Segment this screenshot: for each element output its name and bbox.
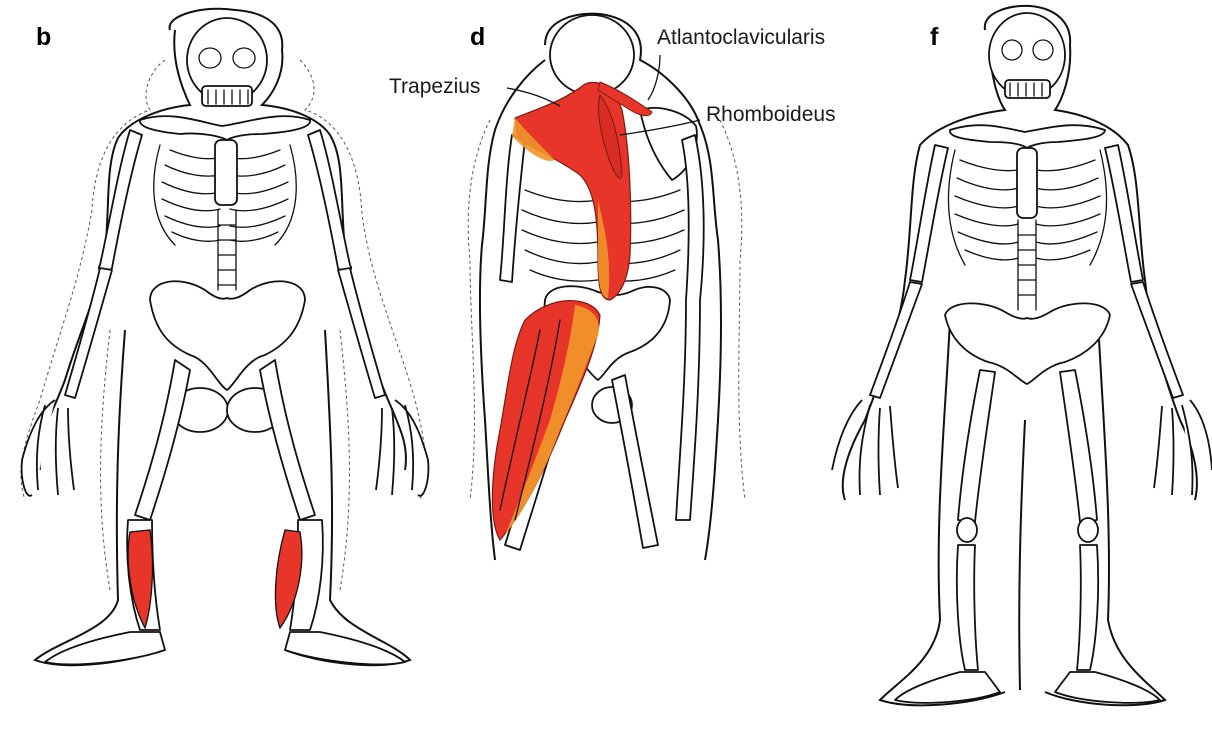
panel-f-shin-left xyxy=(957,545,978,670)
panel-f-jaw xyxy=(1005,80,1050,98)
panel-f-hand-right xyxy=(1154,400,1212,495)
label-rhomboideus: Rhomboideus xyxy=(706,103,836,126)
panel-d-trapezius-muscle xyxy=(515,82,631,300)
panel-b-spine xyxy=(218,210,236,290)
panel-b-jaw xyxy=(202,86,252,106)
panel-f-sternum xyxy=(1017,148,1037,218)
panel-f-femur-right xyxy=(1060,370,1097,522)
panel-b-humerus-left xyxy=(99,130,142,272)
panel-d: d xyxy=(389,14,836,560)
panel-d-arm-right xyxy=(676,135,704,520)
label-atlantoclavicularis: Atlantoclavicularis xyxy=(657,26,825,49)
panel-f-knee-left xyxy=(957,518,977,542)
panel-b-humerus-right xyxy=(308,130,351,272)
panel-b-letter: b xyxy=(36,23,51,51)
panel-f-forearm-right xyxy=(1131,282,1183,398)
panel-f-femur-left xyxy=(958,370,995,522)
panel-b-femur-left xyxy=(135,360,190,520)
label-trapezius: Trapezius xyxy=(389,75,480,98)
panel-b-sternum xyxy=(215,140,237,205)
panel-b: b xyxy=(21,9,428,666)
panel-f-spine xyxy=(1018,220,1036,310)
panel-b-femur-right xyxy=(260,360,315,520)
panel-f-clavicles xyxy=(950,125,1105,148)
panel-d-arm-left xyxy=(500,135,525,282)
panel-f-ribcage xyxy=(948,148,1106,265)
panel-b-clavicles xyxy=(140,116,310,140)
panel-b-foot-right xyxy=(285,632,405,664)
panel-f-shin-right xyxy=(1077,545,1098,670)
panel-b-hand-left xyxy=(22,400,74,496)
panel-f-forearm-left xyxy=(870,282,922,398)
panel-f: f xyxy=(832,6,1212,705)
panel-b-ribcage xyxy=(154,140,296,245)
panel-f-letter: f xyxy=(930,23,939,51)
panel-d-leader-atlantoclavicularis xyxy=(648,55,660,100)
panel-f-humerus-right xyxy=(1105,145,1143,282)
panel-f-pelvis xyxy=(945,303,1110,384)
panel-f-foot-right xyxy=(1055,672,1160,703)
panel-d-femur-right xyxy=(612,375,658,548)
panel-f-knee-right xyxy=(1078,518,1098,542)
panel-b-gastrocnemius-left xyxy=(128,530,152,628)
panel-d-letter: d xyxy=(470,23,485,51)
panel-b-hand-right xyxy=(376,400,428,496)
panel-b-foot-left xyxy=(45,632,165,664)
